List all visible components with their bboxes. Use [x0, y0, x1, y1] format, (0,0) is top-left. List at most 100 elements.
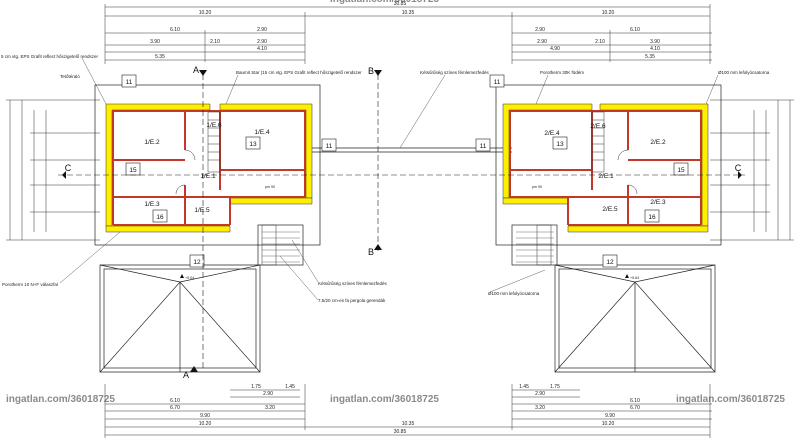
room-label-left-e1: 1/E.1	[200, 173, 216, 180]
stair-label-left: pm 90	[265, 185, 275, 189]
stairs	[207, 111, 605, 266]
dim-l2a: 6.10	[170, 27, 180, 33]
door-swings	[175, 149, 638, 195]
dim-r3a: 2.90	[537, 39, 547, 45]
note-baumit-star: Baumit Star (15 cm vtg. EPS Grafit refle…	[236, 70, 362, 75]
dim-b1b: 1.45	[285, 384, 295, 390]
dim-r4b: 4.10	[650, 46, 660, 52]
dim-l4a: 4.10	[257, 46, 267, 52]
dim-top-right: 10.20	[602, 10, 615, 16]
level-markers	[180, 274, 629, 278]
top-dimension-lines	[104, 4, 712, 64]
note-metal-roof-bottom: Kétsűrűség színes fémlemezfedés	[318, 281, 388, 286]
dim-r2a: 2.90	[535, 27, 545, 33]
section-c-right: C	[735, 163, 742, 173]
note-downpipe-top: Ø100 mm lefolyócsatorna	[718, 70, 770, 75]
note-insulation-left: 5 cm vtg. EPS Grafit reflect hőszigetelő…	[1, 54, 99, 59]
watermark-right: ingatlan.com/36018725	[676, 394, 785, 405]
room-label-right-e1: 2/E.1	[598, 173, 614, 180]
dim-bottom-total: 30.85	[394, 429, 407, 435]
section-a-top: A	[193, 65, 199, 75]
room-label-right-e3: 2/E.3	[650, 199, 666, 206]
tag-15-left: 15	[129, 167, 137, 174]
roof-outlines	[94, 84, 722, 373]
dim-b5b: 9.90	[605, 413, 615, 419]
dim-b3a: 6.10	[170, 398, 180, 404]
tag-15-right: 15	[677, 167, 685, 174]
note-partition-wall: Porotherm 10 N+F válaszfal	[2, 282, 58, 287]
watermark-left: ingatlan.com/36018725	[6, 394, 115, 405]
room-label-right-e6: 2/E.6	[590, 123, 606, 130]
level-right: +5.64	[630, 276, 639, 280]
tag-boxes	[121, 74, 689, 268]
dim-r2b: 6.10	[630, 27, 640, 33]
watermark-center: ingatlan.com/36018725	[330, 394, 439, 405]
dim-b1a: 1.75	[251, 384, 261, 390]
room-label-left-e5: 1/E.5	[194, 207, 210, 214]
room-label-left-e3: 1/E.3	[144, 201, 160, 208]
dim-r3b: 2.10	[595, 39, 605, 45]
section-a-bottom: A	[183, 370, 189, 380]
room-label-left-e4: 1/E.4	[254, 129, 270, 136]
room-label-left-e6: 1/E.6	[206, 122, 222, 129]
bottom-dimension-lines	[104, 384, 712, 438]
dim-l2b: 2.90	[257, 27, 267, 33]
dim-b3b: 6.10	[630, 398, 640, 404]
section-b-top: B	[368, 66, 374, 76]
dim-top-left: 10.20	[199, 10, 212, 16]
dim-b4b: 3.20	[265, 405, 275, 411]
dim-l3c: 2.90	[257, 39, 267, 45]
pergola-beams	[262, 231, 554, 263]
dim-b6a: 10.20	[199, 421, 212, 427]
room-label-right-e2: 2/E.2	[650, 139, 666, 146]
dim-b6c: 10.20	[602, 421, 615, 427]
section-c-left: C	[65, 163, 72, 173]
left-unit-walls	[105, 103, 313, 233]
tag-12-left: 12	[193, 259, 201, 266]
watermark-top: ingatlan.com/36018725	[330, 0, 439, 5]
dim-top-total: 30.85	[394, 1, 407, 7]
section-lines	[58, 74, 745, 370]
dim-b1d: 1.75	[550, 384, 560, 390]
dim-r4a: 4.90	[550, 46, 560, 52]
dim-b1c: 1.45	[519, 384, 529, 390]
tag-11-left-side: 11	[326, 143, 333, 150]
dim-b4d: 6.70	[630, 405, 640, 411]
tag-12-right: 12	[606, 259, 614, 266]
stair-label-right: pm 90	[532, 185, 542, 189]
dim-l3a: 3.90	[150, 39, 160, 45]
tag-16-left: 16	[156, 214, 164, 221]
tag-16-right: 16	[648, 214, 656, 221]
dim-l5a: 5.35	[155, 54, 165, 60]
dim-b6b: 10.35	[402, 421, 415, 427]
tag-13-right: 13	[556, 141, 564, 148]
leader-lines	[59, 57, 719, 301]
dim-l3b: 2.10	[210, 39, 220, 45]
note-tetoatvezeto: Tetőtéraló	[60, 74, 80, 79]
level-left: +5.04	[185, 276, 194, 280]
tag-13-left: 13	[249, 141, 257, 148]
note-pergola-beams: 7.5/20 cm-es fa pergola gerendák	[318, 298, 386, 303]
dim-b4c: 3.20	[535, 405, 545, 411]
side-dimension-lines	[6, 99, 794, 241]
dim-r5a: 5.35	[645, 54, 655, 60]
note-downpipe-bottom: Ø100 mm lefolyócsatorna	[488, 291, 540, 296]
dim-r3c: 3.90	[650, 39, 660, 45]
note-metal-roof-top: Kétsűrűség színes fémlemezfedés	[420, 70, 490, 75]
tag-11-right-top: 11	[494, 79, 501, 86]
note-porotherm-floor: Porotherm 30K födém	[540, 70, 584, 75]
tag-11-left-top: 11	[126, 79, 133, 86]
dim-top-middle: 10.35	[402, 10, 415, 16]
section-b-bottom: B	[368, 247, 374, 257]
dim-b4a: 6.70	[170, 405, 180, 411]
room-label-left-e2: 1/E.2	[144, 139, 160, 146]
dim-b2a: 2.90	[263, 391, 273, 397]
section-arrows	[62, 70, 742, 372]
tag-11-right-side: 11	[480, 143, 487, 150]
room-label-right-e5: 2/E.5	[602, 206, 618, 213]
room-label-right-e4: 2/E.4	[544, 130, 560, 137]
dim-b2b: 2.90	[535, 391, 545, 397]
dim-b5a: 9.90	[200, 413, 210, 419]
